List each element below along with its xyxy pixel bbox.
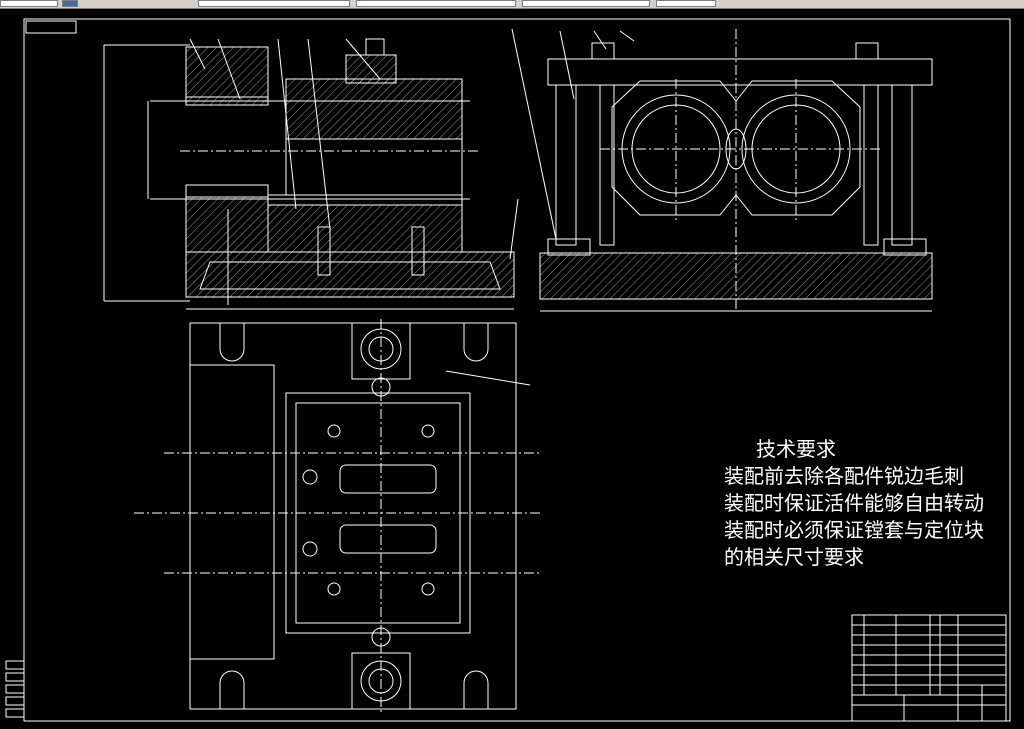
toolbar-icon-button[interactable] xyxy=(62,0,78,7)
front-section-view xyxy=(103,38,515,310)
drawing-canvas[interactable] xyxy=(0,9,1024,729)
cad-toolbar xyxy=(0,0,1024,9)
requirement-line: 装配时必须保证镗套与定位块 xyxy=(724,518,984,542)
requirement-line: 装配前去除各配件锐边毛刺 xyxy=(724,464,964,488)
toolbar-plotstyle-dropdown[interactable] xyxy=(656,0,716,7)
toolbar-linetype-dropdown[interactable] xyxy=(198,0,350,7)
toolbar-lineweight-dropdown[interactable] xyxy=(356,0,516,7)
plan-view xyxy=(134,319,540,713)
side-view xyxy=(539,29,933,312)
technical-requirements: 技术要求 装配前去除各配件锐边毛刺 装配时保证活件能够自由转动 装配时必须保证镗… xyxy=(724,436,984,571)
leader-lines-front xyxy=(189,38,519,260)
drawing-border xyxy=(23,18,1011,722)
technical-requirements-heading: 技术要求 xyxy=(756,437,836,461)
title-block xyxy=(851,614,1007,722)
toolbar-layer-dropdown[interactable] xyxy=(0,0,58,7)
leader-lines-side xyxy=(511,28,635,240)
requirement-line: 的相关尺寸要求 xyxy=(724,545,864,569)
requirement-line: 装配时保证活件能够自由转动 xyxy=(724,491,984,515)
toolbar-color-dropdown[interactable] xyxy=(522,0,650,7)
binding-marks xyxy=(5,660,25,718)
drawing-code-box xyxy=(25,20,77,34)
